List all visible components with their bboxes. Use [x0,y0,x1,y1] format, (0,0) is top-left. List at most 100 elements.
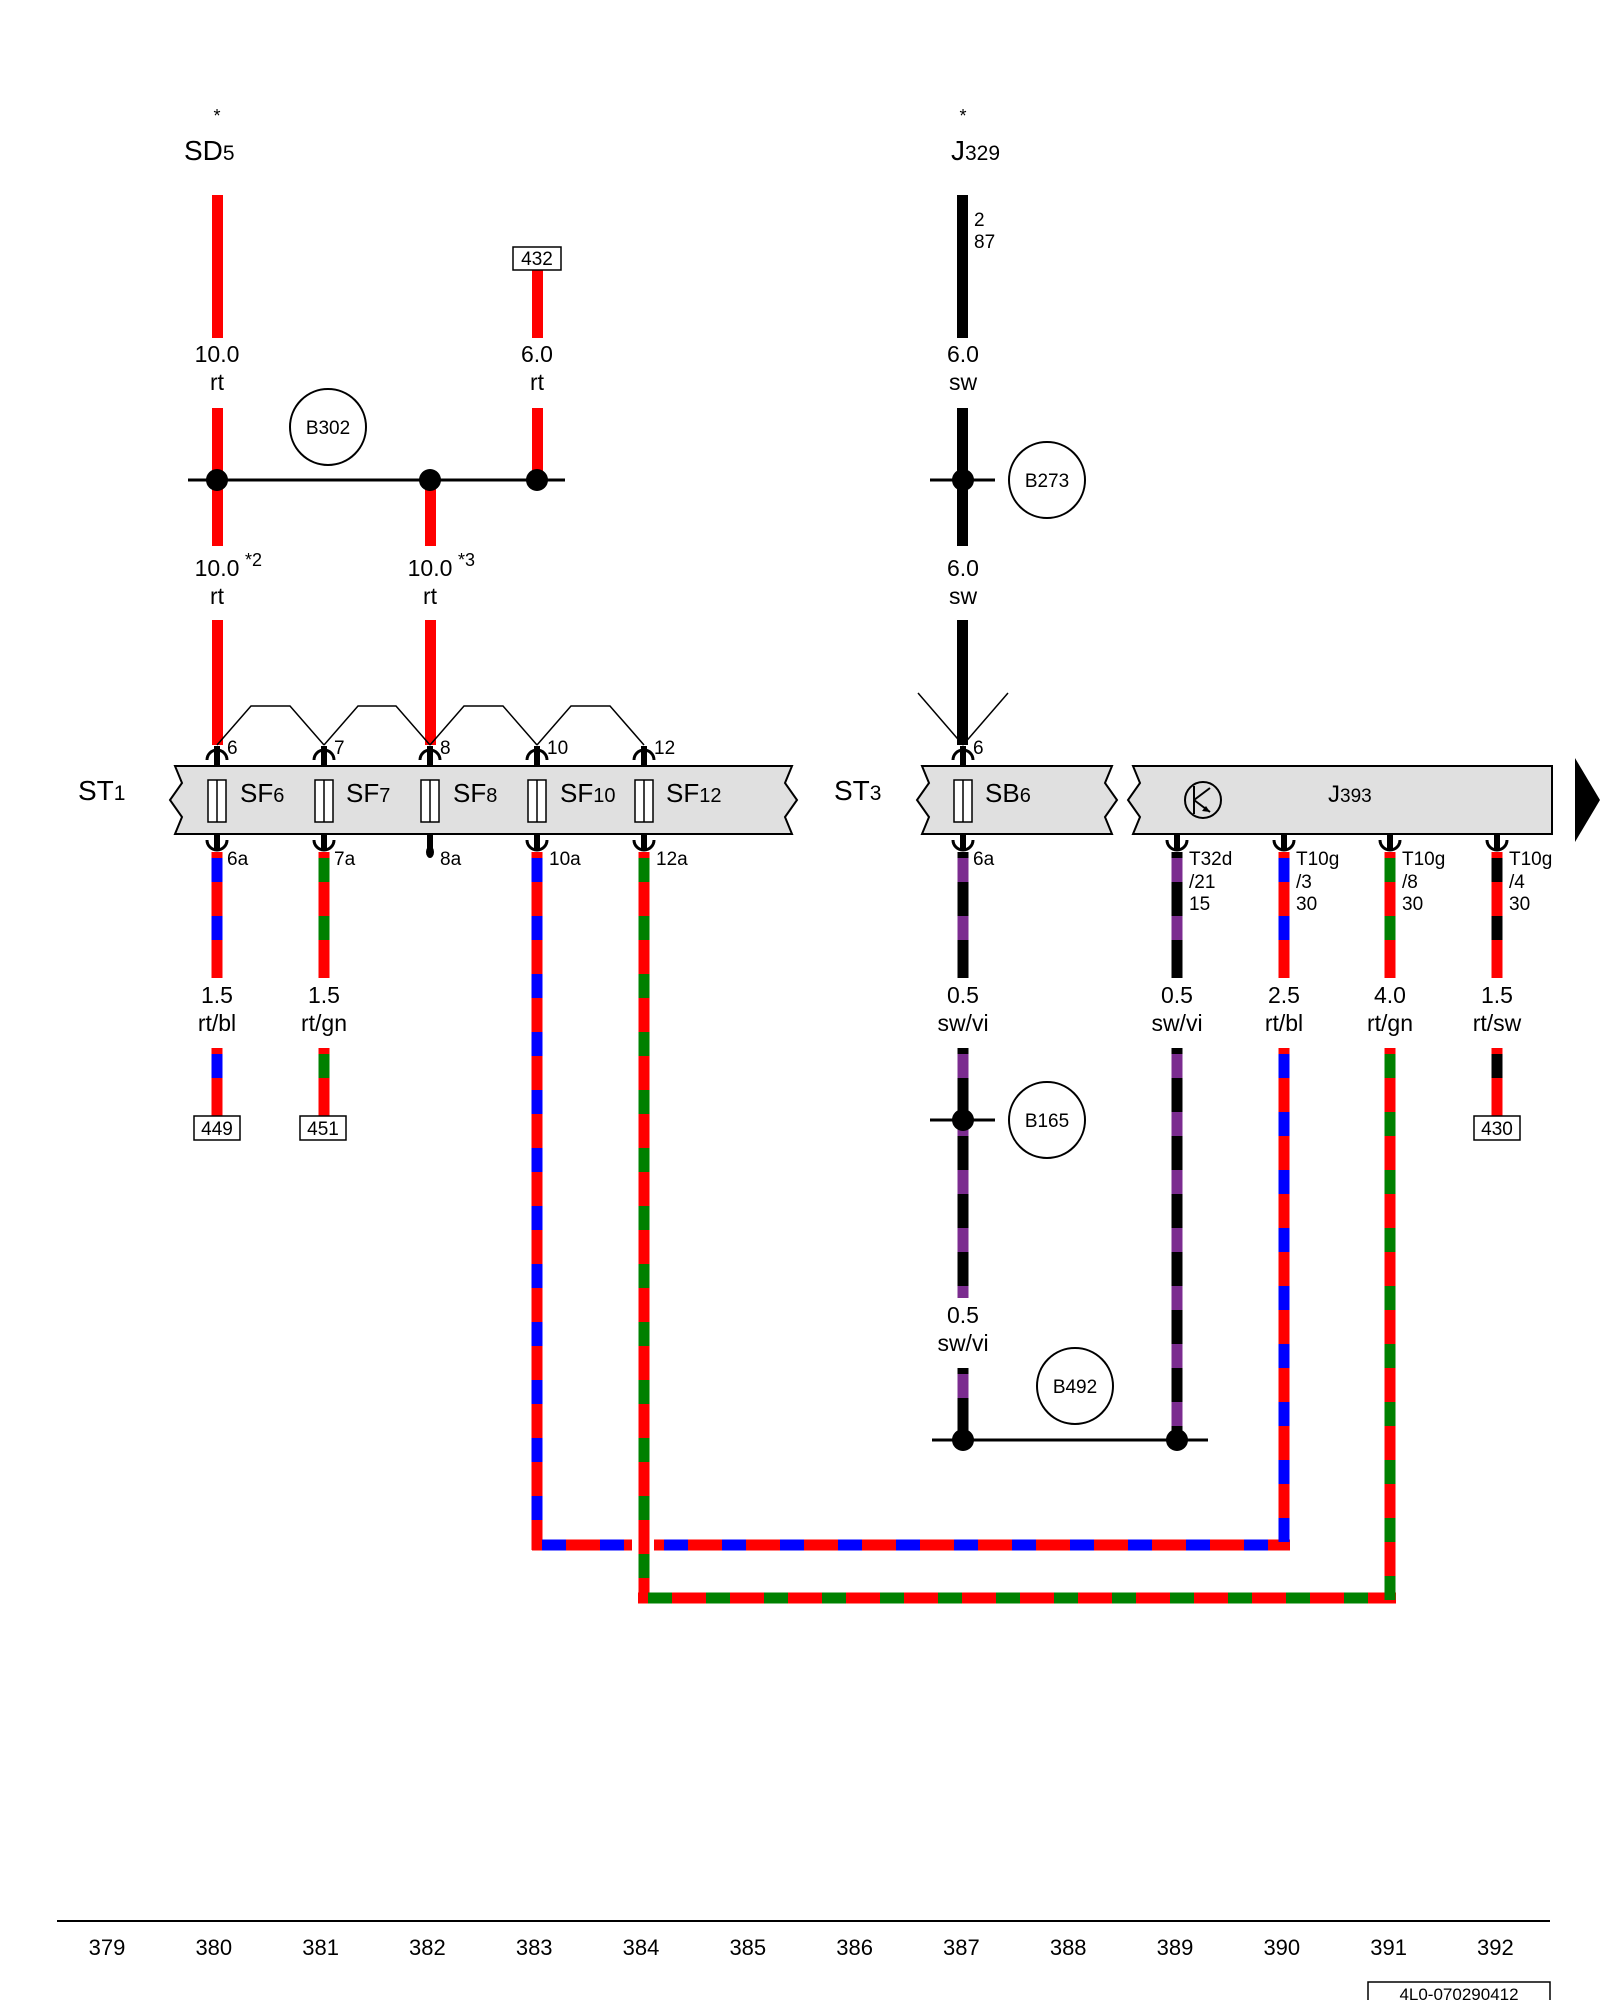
wire-rt-bl-bottom-right-stripe [1186,1539,1210,1551]
wire-383a-size: 6.0 [521,341,553,367]
wire-391-rt-gn-a-stripe [1384,916,1396,940]
wire-390-rt-bl-b-stripe [1278,1518,1290,1542]
wire-380b-color: rt [210,583,225,609]
j393-pin-t10g4-term: 30 [1509,894,1530,915]
j393-pin-t10g3-conn: T10g [1296,849,1339,870]
wire-rt-bl-bottom-right-stripe [780,1539,804,1551]
wire-390c-color: rt/bl [1265,1010,1303,1036]
j393-pin-t32d-conn: T32d [1189,849,1232,870]
ruler-tick-385: 385 [729,1935,766,1960]
wire-380-rt-bl-a-stripe [211,858,223,882]
wire-381c-color: rt/gn [301,1010,347,1036]
wire-391-rt-gn-b-stripe [1384,1518,1396,1542]
component-sd5: SD5 [184,135,235,166]
wire-382-lower [425,620,436,745]
wire-391-rt-gn-b-stripe [1384,1460,1396,1484]
wire-383-rt-bl-down-stripe [531,858,543,882]
wire-383-top [532,270,543,338]
j329-pin-87: 87 [974,232,995,253]
wire-390-rt-bl-b-stripe [1278,1402,1290,1426]
wire-380-rt-bl-a [211,852,223,978]
wire-383-rt-bl-down [531,852,543,1550]
wire-382b-note: *3 [458,550,475,570]
wire-390-rt-bl-a-stripe [1278,916,1290,940]
ruler-tick-386: 386 [836,1935,873,1960]
splice-b165-node [952,1109,974,1131]
j393-pin-t32d-term: 15 [1189,894,1210,915]
wire-384-rt-gn-down-stripe [638,1032,650,1056]
wire-389c-size: 0.5 [1161,982,1193,1008]
ruler-tick-387: 387 [943,1935,980,1960]
wire-392c-color: rt/sw [1473,1010,1522,1036]
wire-387a-size: 6.0 [947,341,979,367]
wire-383-rt-bl-down-stripe [531,1380,543,1404]
ruler-tick-381: 381 [302,1935,339,1960]
wire-383-rt-bl-down-stripe [531,974,543,998]
wire-380-lower [212,620,223,745]
j393-pin-t10g4-pos: /4 [1509,872,1525,893]
splice-b492-node-387 [952,1429,974,1451]
wire-383-rt-bl-down-stripe [531,1264,543,1288]
wire-384-rt-gn-down-stripe [638,1438,650,1462]
wire-391-rt-gn-b-stripe [1384,1576,1396,1600]
wire-384-rt-gn-down-stripe [638,1322,650,1346]
ref-box-430[interactable] [1473,1115,1521,1141]
wire-387d-color: sw/vi [937,1330,988,1356]
pin-12a: 12a [656,849,688,870]
wire-387-sw-vi-b-stripe [957,1054,969,1078]
wire-391-rt-gn-b-stripe [1384,1402,1396,1426]
wire-381-rt-gn-b [318,1048,330,1116]
wire-384-rt-gn-down-stripe [638,916,650,940]
transistor-icon [1184,781,1222,819]
wire-391-rt-gn-b-stripe [1384,1228,1396,1252]
wire-rt-bl-bottom-right-stripe [1070,1539,1094,1551]
ruler-tick-384: 384 [623,1935,660,1960]
ref-box-449[interactable] [193,1115,241,1141]
wire-rt-gn-bottom-stripe [822,1592,846,1604]
wire-387-sw-vi-c-stripe [957,1374,969,1398]
pin-6: 6 [227,738,238,759]
wire-389-sw-vi-b-stripe [1171,1402,1183,1426]
wire-384-rt-gn-down-stripe [638,858,650,882]
wire-381-rt-gn-b-stripe [318,1054,330,1078]
wire-rt-bl-bottom-right-stripe [1012,1539,1036,1551]
wire-387-sw-vi-b-stripe [957,1286,969,1298]
pin-sb6-bottom: 6a [973,849,995,870]
wire-382b-color: rt [423,583,438,609]
pin-10: 10 [547,738,568,759]
wire-380c-color: rt/bl [198,1010,236,1036]
pin-8: 8 [440,738,451,759]
wire-387d-size: 0.5 [947,1302,979,1328]
wire-382b-size: 10.0 [408,555,453,581]
wire-381-rt-gn-a [318,852,330,978]
wire-391-rt-gn-b-stripe [1384,1286,1396,1310]
ref-430-label: 430 [1481,1119,1513,1140]
j393-pin-t10g4-conn: T10g [1509,849,1552,870]
wire-rt-gn-bottom-stripe [1170,1592,1194,1604]
wire-384-rt-gn-down-stripe [638,1148,650,1172]
wire-389-sw-vi-a [1171,852,1183,978]
continuation-arrow-icon[interactable] [1575,758,1600,842]
wire-387c-size: 0.5 [947,982,979,1008]
wire-391c-color: rt/gn [1367,1010,1413,1036]
splice-b302-node-380 [206,469,228,491]
wire-390-rt-bl-b-stripe [1278,1286,1290,1310]
splice-b302-node-382 [419,469,441,491]
wire-387-sw-vi-b-stripe [957,1228,969,1252]
wire-390-rt-bl-a-stripe [1278,858,1290,882]
wire-391-rt-gn-b-stripe [1384,1112,1396,1136]
wire-rt-bl-bottom-right-stripe [1128,1539,1152,1551]
wire-rt-bl-bottom-right-stripe [954,1539,978,1551]
wire-389-sw-vi-b-stripe [1171,1170,1183,1194]
wire-392-rt-sw-a-stripe [1491,858,1503,882]
wire-383-rt-bl-down-stripe [531,916,543,940]
ref-box-432[interactable] [512,246,562,271]
wire-383-rt-bl-down-stripe [531,1322,543,1346]
wire-380c-size: 1.5 [201,982,233,1008]
wire-392-rt-sw-b-stripe [1491,1054,1503,1078]
ref-box-451[interactable] [299,1115,347,1141]
j329-star: * [959,106,966,126]
j393-pin-t10g8-pos: /8 [1402,872,1418,893]
wire-383-rt-bl-down-stripe [531,1090,543,1114]
j393-pin-t10g8-conn: T10g [1402,849,1445,870]
